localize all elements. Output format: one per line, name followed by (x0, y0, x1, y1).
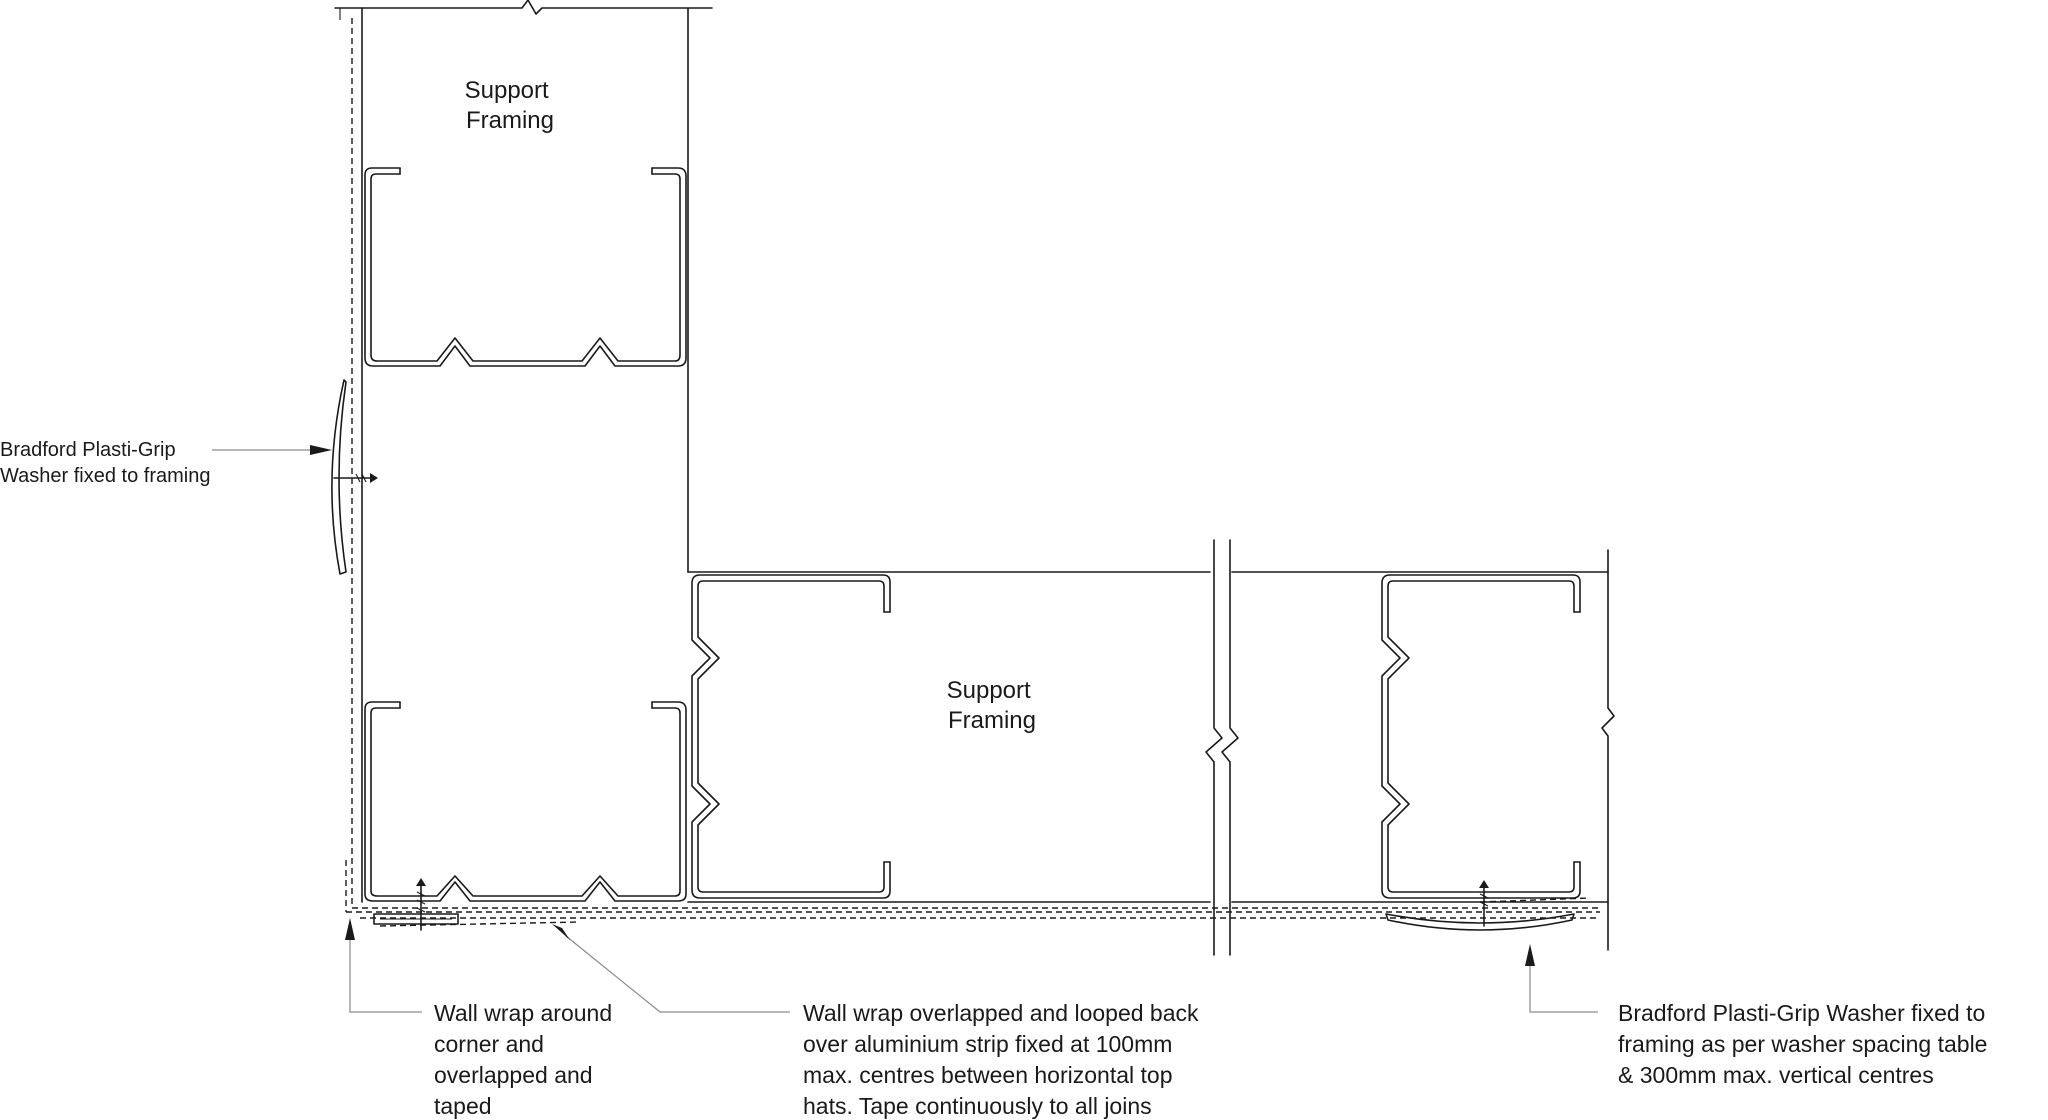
wall-break-symbol (1205, 539, 1239, 956)
vertical-wall-framing (334, 0, 713, 903)
support-framing-lower-label: Support Framing (947, 677, 1038, 734)
wrap-corner-callout: Wall wrap around corner and overlapped a… (434, 1000, 619, 1119)
leader-washer-left (212, 445, 332, 455)
leader-washer-right (1525, 944, 1598, 1013)
wrap-overlap-callout: Wall wrap overlapped and looped back ove… (803, 1000, 1205, 1119)
horizontal-wall-framing (687, 549, 1615, 951)
washer-right-callout: Bradford Plasti-Grip Washer fixed to fra… (1618, 1000, 1994, 1088)
support-framing-upper-label: Support Framing (465, 77, 556, 134)
corner-fixing-screw (416, 878, 426, 931)
leader-wrap-corner (345, 918, 422, 1013)
washer-left-callout: Bradford Plasti-Grip Washer fixed to fra… (0, 439, 210, 487)
wall-wrap-membrane (339, 8, 1600, 927)
horizontal-stud-profile-1 (691, 574, 891, 899)
aluminium-strip (373, 913, 459, 925)
right-plasti-grip-washer (1385, 880, 1575, 931)
horizontal-stud-profile-2 (1381, 574, 1581, 899)
left-plasti-grip-washer (331, 379, 378, 575)
leader-wrap-overlap (552, 924, 790, 1013)
lower-stud-profile (364, 701, 687, 902)
upper-stud-profile (364, 167, 687, 367)
